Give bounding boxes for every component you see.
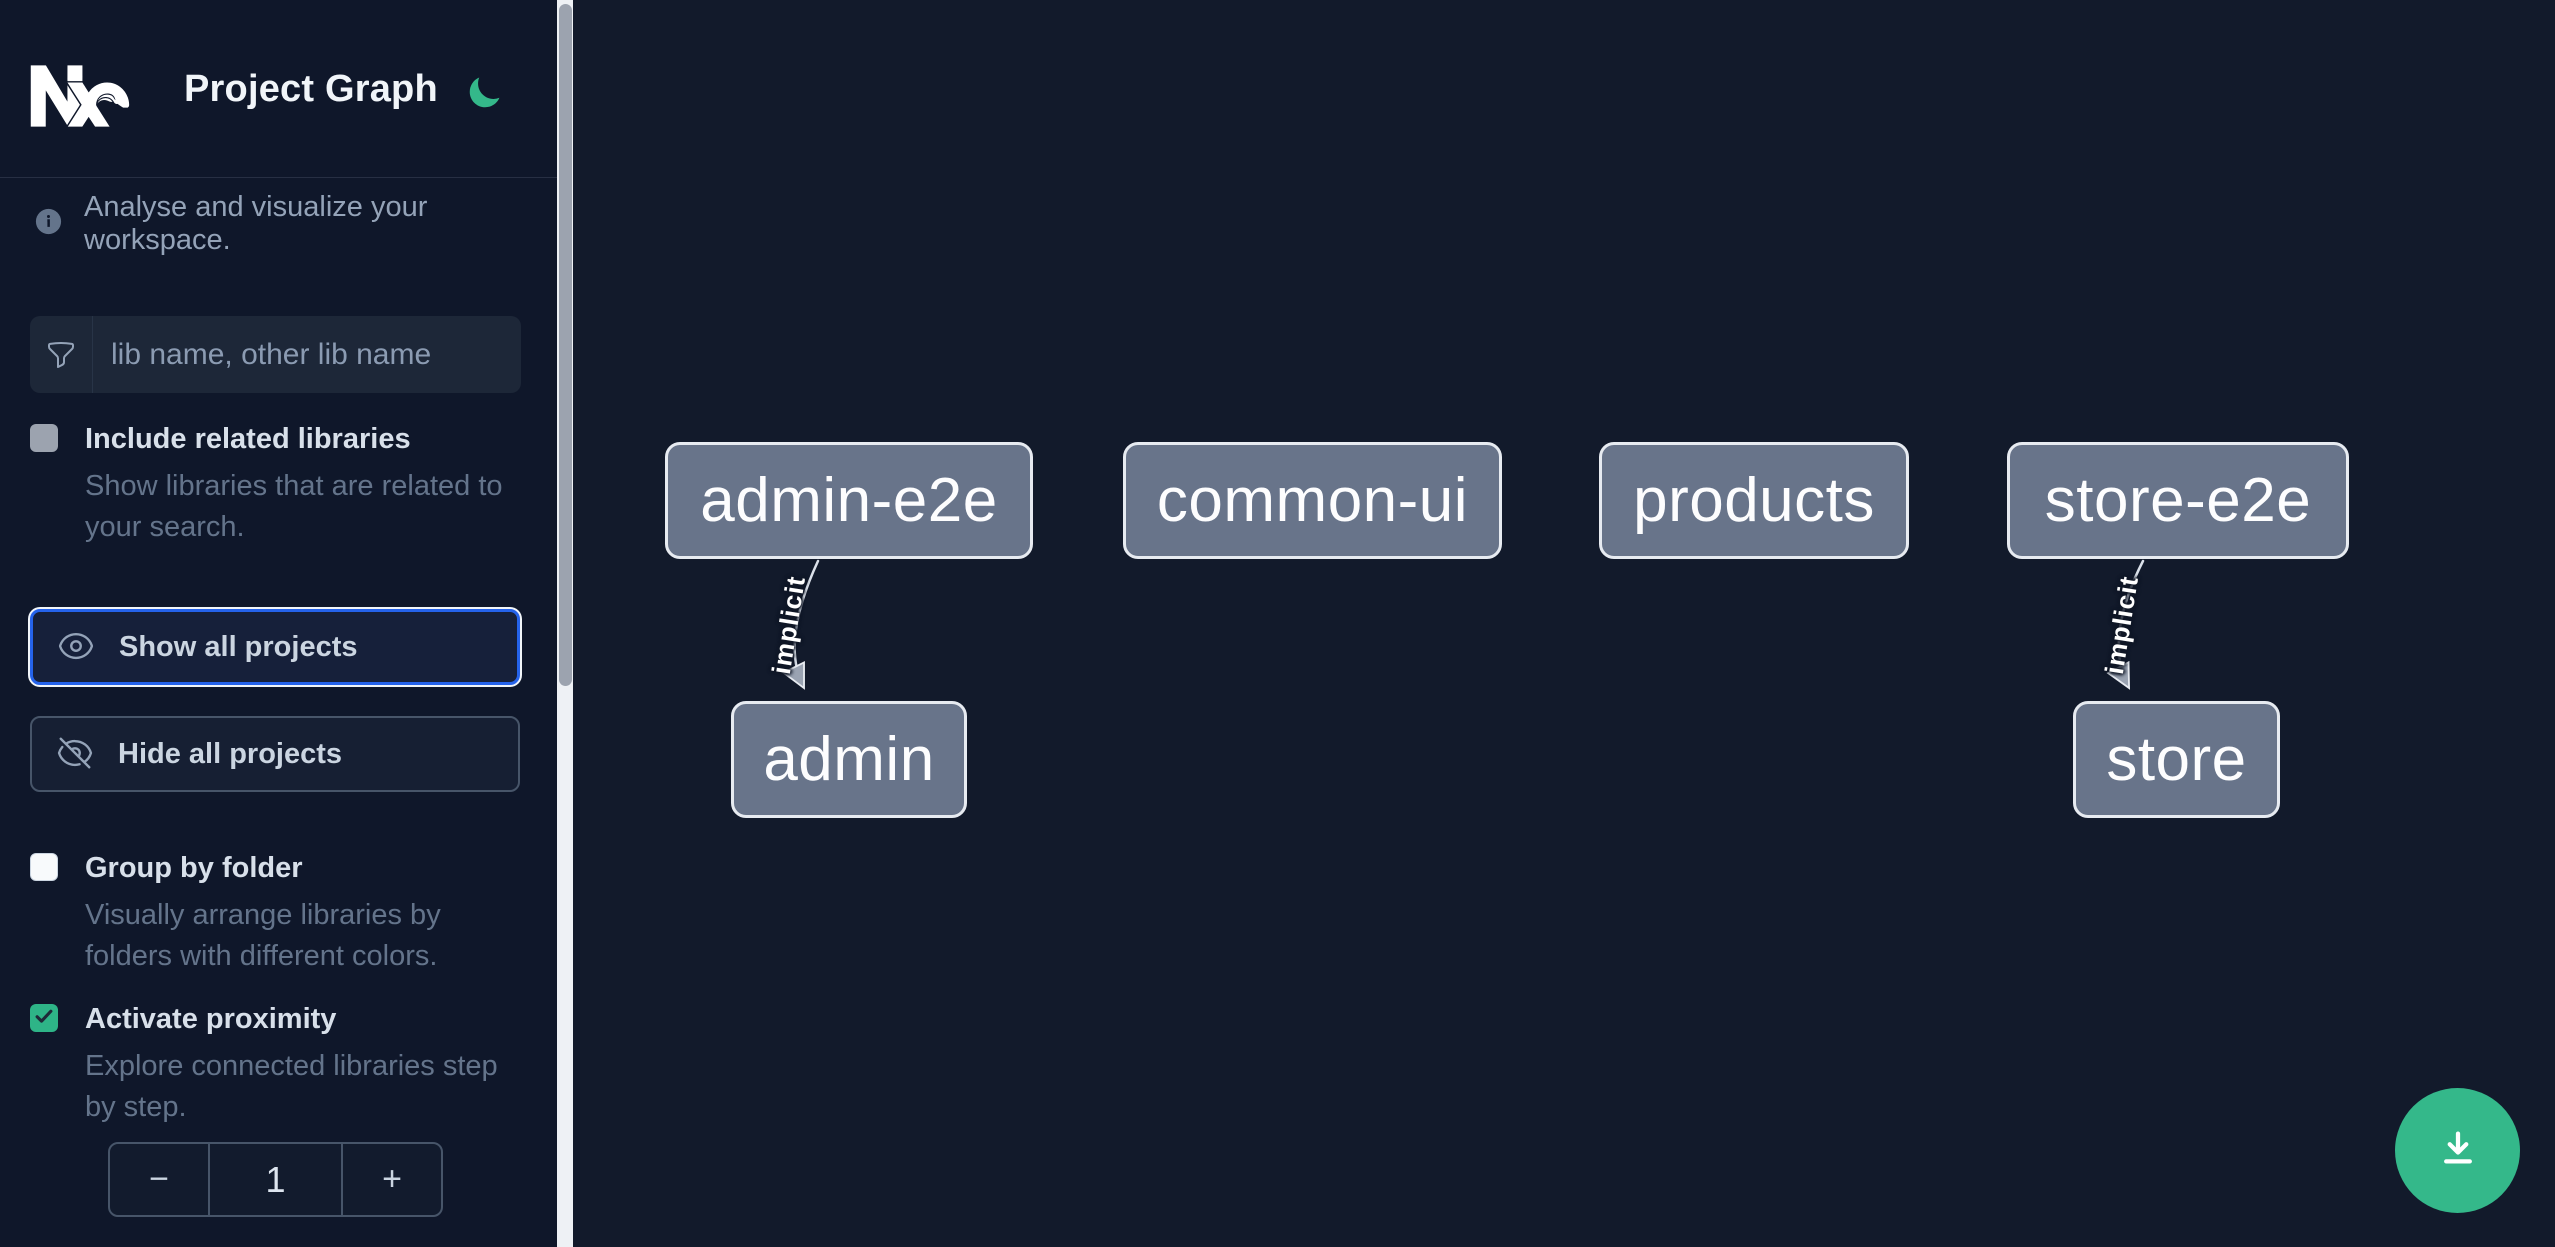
workspace-info-text: Analyse and visualize your workspace. <box>84 191 428 256</box>
group-by-folder-checkbox[interactable] <box>30 853 58 881</box>
info-circle-icon <box>33 206 64 242</box>
show-all-projects-button[interactable]: Show all projects <box>30 609 520 685</box>
group-by-folder-label: Group by folder <box>85 852 303 884</box>
edge-label-implicit-admin: implicit <box>765 573 812 677</box>
eye-icon <box>57 627 95 668</box>
show-all-projects-label: Show all projects <box>119 630 358 663</box>
eye-slash-icon <box>56 734 94 775</box>
graph-node-admin-e2e[interactable]: admin-e2e <box>665 442 1033 559</box>
group-by-folder-description: Visually arrange libraries by folders wi… <box>85 899 441 972</box>
theme-toggle-button[interactable] <box>462 72 506 116</box>
sidebar-scrollbar-thumb[interactable] <box>558 4 572 686</box>
hide-all-projects-label: Hide all projects <box>118 737 343 770</box>
include-related-checkbox[interactable] <box>30 424 58 452</box>
graph-node-products[interactable]: products <box>1599 442 1909 559</box>
graph-node-admin[interactable]: admin <box>731 701 967 818</box>
download-graph-button[interactable] <box>2395 1088 2520 1213</box>
sidebar-header: Project Graph <box>0 0 557 178</box>
include-related-label: Include related libraries <box>85 423 411 455</box>
graph-edges <box>781 559 2145 690</box>
proximity-value: 1 <box>208 1144 343 1215</box>
workspace-info-row: Analyse and visualize your workspace. <box>33 191 533 256</box>
funnel-icon <box>30 316 93 393</box>
proximity-stepper: − 1 + <box>108 1142 443 1217</box>
graph-node-store-e2e[interactable]: store-e2e <box>2007 442 2349 559</box>
include-related-description: Show libraries that are related to your … <box>85 470 503 543</box>
activate-proximity-label: Activate proximity <box>85 1003 337 1035</box>
activate-proximity-description: Explore connected libraries step by step… <box>85 1050 498 1123</box>
group-by-folder-block: Group by folder Visually arrange librari… <box>30 852 500 977</box>
hide-all-projects-button[interactable]: Hide all projects <box>30 716 520 792</box>
nx-logo <box>30 64 130 133</box>
proximity-increment-button[interactable]: + <box>343 1144 441 1215</box>
check-icon <box>33 1005 55 1032</box>
graph-canvas[interactable]: implicit implicit admin-e2e common-ui pr… <box>573 0 2555 1247</box>
sidebar-scrollbar-track[interactable] <box>557 0 573 1247</box>
activate-proximity-block: Activate proximity Explore connected lib… <box>30 1003 500 1128</box>
filter-box <box>30 316 521 393</box>
filter-input[interactable] <box>93 316 521 393</box>
edge-label-implicit-store: implicit <box>2098 573 2145 677</box>
activate-proximity-checkbox[interactable] <box>30 1004 58 1032</box>
proximity-decrement-button[interactable]: − <box>110 1144 208 1215</box>
graph-node-common-ui[interactable]: common-ui <box>1123 442 1502 559</box>
page-title: Project Graph <box>184 67 438 110</box>
moon-icon <box>465 77 503 115</box>
graph-node-store[interactable]: store <box>2073 701 2280 818</box>
sidebar: Project Graph Analyse and visualize your… <box>0 0 557 1247</box>
include-related-block: Include related libraries Show libraries… <box>30 423 503 548</box>
download-icon <box>2432 1123 2484 1178</box>
